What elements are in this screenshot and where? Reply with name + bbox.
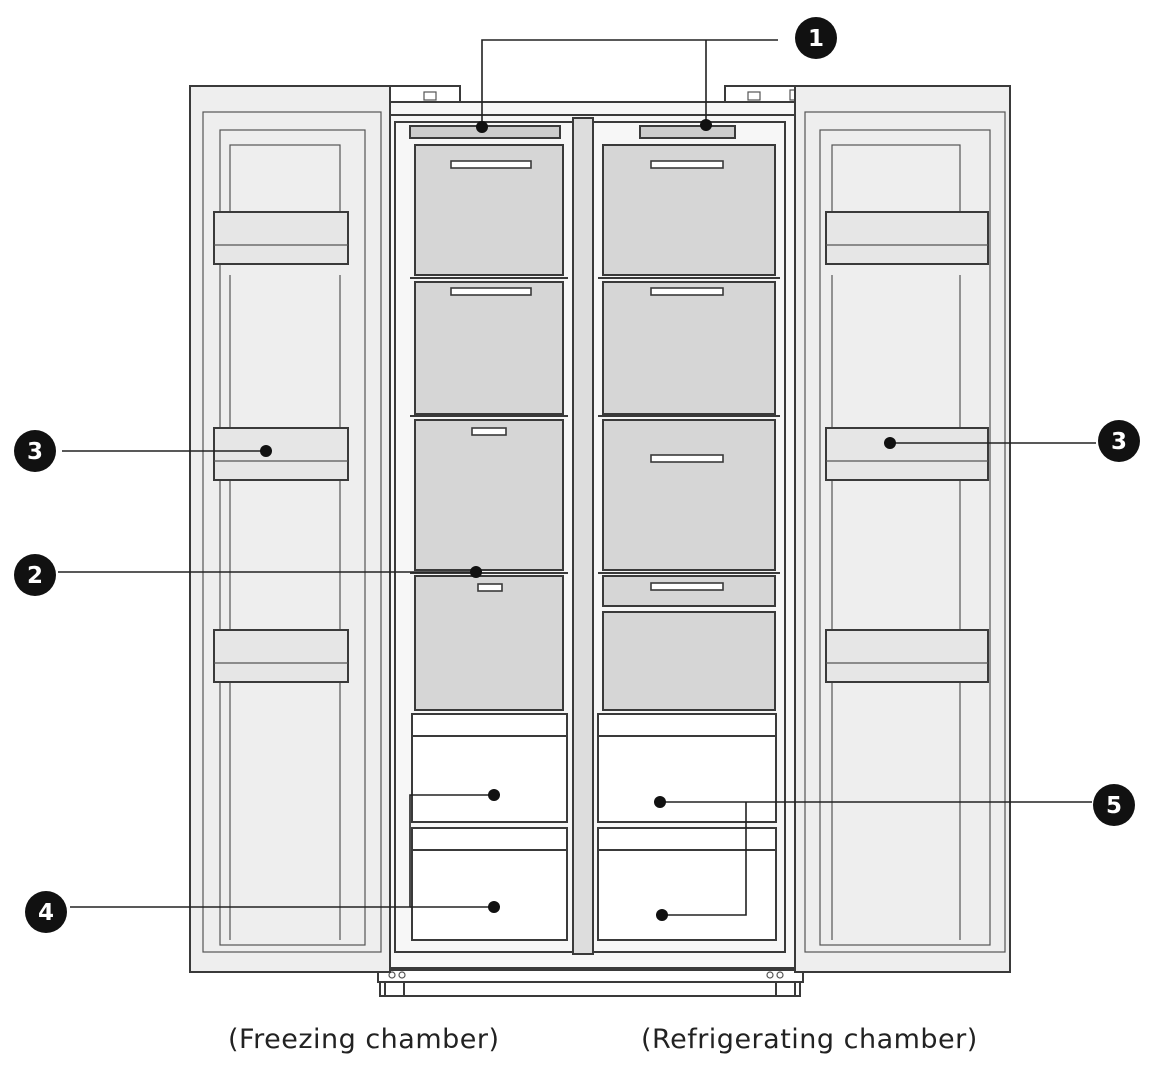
callout-badge-1: 1: [795, 17, 837, 59]
callout-badge-5: 5: [1093, 784, 1135, 826]
freezing-chamber-caption: (Freezing chamber): [228, 1024, 500, 1055]
callout-number: 2: [27, 563, 43, 589]
callout-number: 5: [1106, 793, 1122, 819]
callout-badge-3-right: 3: [1098, 420, 1140, 462]
callout-number: 3: [1111, 429, 1127, 455]
base-feet: [378, 968, 803, 996]
fridge-interior: [593, 122, 785, 952]
callout-badge-3-left: 3: [14, 430, 56, 472]
freezer-interior: [395, 122, 573, 952]
callout-badge-2: 2: [14, 554, 56, 596]
callout-number: 1: [808, 26, 824, 52]
callout-number: 4: [38, 900, 54, 926]
refrigerating-chamber-caption: (Refrigerating chamber): [641, 1024, 978, 1055]
center-divider: [573, 118, 593, 954]
callout-badge-4: 4: [25, 891, 67, 933]
callout-number: 3: [27, 439, 43, 465]
